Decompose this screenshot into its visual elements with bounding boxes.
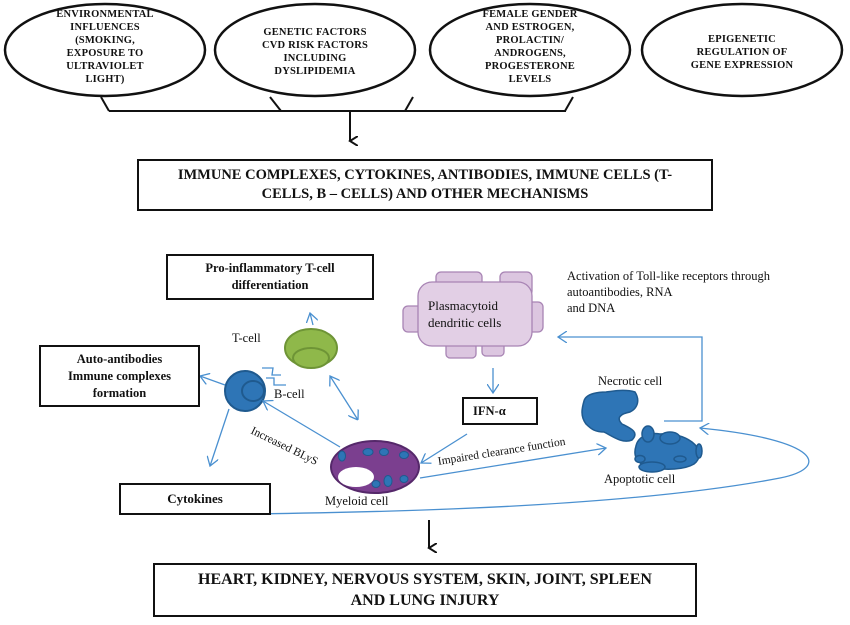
myeloid-label: Myeloid cell bbox=[325, 494, 389, 508]
plasmacytoid-label: Plasmacytoid dendritic cells bbox=[428, 298, 502, 330]
apoptotic-label: Apoptotic cell bbox=[604, 472, 676, 486]
autoantibodies-box: Auto-antibodies Immune complexes formati… bbox=[39, 345, 200, 407]
factor-ellipse-epigenetic bbox=[640, 2, 844, 98]
necrotic-cell-shape bbox=[581, 389, 639, 442]
arrow-bcell-to-cytokines bbox=[210, 408, 230, 466]
outcome-line-2: AND LUNG INJURY bbox=[350, 592, 500, 609]
arrow-dying-cells-to-pdc bbox=[558, 337, 703, 422]
factor-ellipse-hormonal bbox=[428, 2, 632, 98]
mechanisms-line-1: IMMUNE COMPLEXES, CYTOKINES, ANTIBODIES,… bbox=[177, 167, 673, 183]
factor-ellipse-environmental bbox=[3, 2, 207, 98]
arrow-ifn-to-myeloid bbox=[421, 433, 468, 463]
signal-zigzag bbox=[262, 367, 286, 386]
cytokines-box: Cytokines bbox=[119, 483, 271, 515]
loop-cytokines-to-apoptotic bbox=[244, 428, 810, 515]
plasmacytoid-cell-shape bbox=[402, 271, 544, 359]
apoptotic-cell-shape bbox=[634, 425, 703, 473]
arrow-tcell-to-differentiation bbox=[310, 313, 313, 326]
arrow-myeloid-to-apoptotic bbox=[419, 448, 606, 479]
tcell-shape bbox=[284, 328, 338, 369]
toll-annotation: Activation of Toll-like receptors throug… bbox=[567, 269, 771, 315]
arrow-bcell-to-autoantibodies bbox=[200, 376, 226, 386]
factor-hormonal: FEMALE GENDER AND ESTROGEN, PROLACTIN/ A… bbox=[482, 9, 578, 85]
outcome-box: HEART, KIDNEY, NERVOUS SYSTEM, SKIN, JOI… bbox=[153, 563, 697, 617]
bcell-label: B-cell bbox=[274, 387, 305, 401]
necrotic-label: Necrotic cell bbox=[598, 374, 663, 388]
tcell-label: T-cell bbox=[232, 331, 261, 345]
factor-connectors bbox=[100, 96, 574, 112]
mechanisms-line-2: CELLS, B – CELLS) AND OTHER MECHANISMS bbox=[261, 186, 589, 202]
factor-epigenetic: EPIGENETIC REGULATION OF GENE EXPRESSION bbox=[690, 34, 794, 71]
tcell-differentiation-box: Pro-inflammatory T-cell differentiation bbox=[166, 254, 374, 300]
mechanisms-box: IMMUNE COMPLEXES, CYTOKINES, ANTIBODIES,… bbox=[137, 159, 713, 211]
factor-ellipse-genetic bbox=[213, 2, 417, 98]
blue-arrows bbox=[200, 313, 810, 515]
arrow-myeloid-tcell-bidirectional bbox=[330, 376, 358, 420]
factor-genetic: GENETIC FACTORS CVD RISK FACTORS INCLUDI… bbox=[261, 27, 369, 77]
ifn-alpha-box: IFN-α bbox=[462, 397, 538, 425]
bcell-shape bbox=[224, 370, 266, 412]
myeloid-cell-shape bbox=[330, 440, 420, 494]
factor-environmental: ENVIRONMENTAL INFLUENCES (SMOKING, EXPOS… bbox=[56, 9, 154, 85]
arrow-myeloid-to-bcell bbox=[263, 401, 341, 448]
outcome-line-1: HEART, KIDNEY, NERVOUS SYSTEM, SKIN, JOI… bbox=[198, 571, 652, 588]
